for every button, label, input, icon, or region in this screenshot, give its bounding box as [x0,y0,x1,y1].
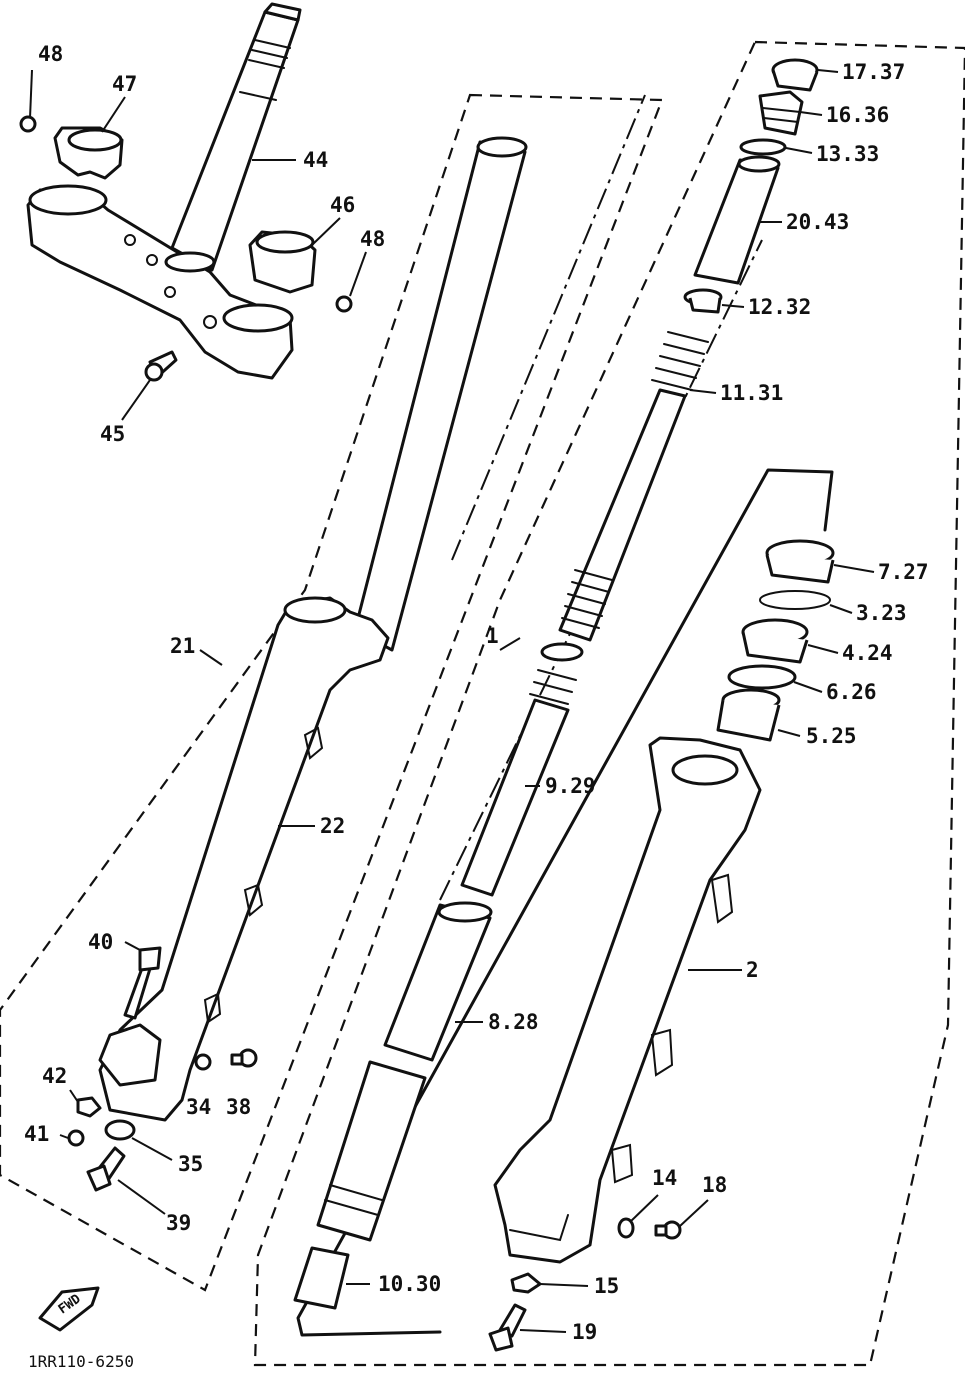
label-38: 38 [226,1095,252,1119]
label-4-24: 4.24 [842,641,893,665]
clamp-47-part [53,126,124,180]
bolt-45-part [144,350,178,382]
piston-9-29 [460,642,584,897]
label-35: 35 [178,1152,204,1176]
label-12-32: 12.32 [748,295,812,319]
label-9-29: 9.29 [545,774,596,798]
seal-4-24 [741,618,809,664]
label-17-37: 17.37 [842,60,906,84]
leader-lines [29,69,875,1333]
label-39: 39 [166,1211,192,1235]
tube-8-28 [383,901,493,1062]
bolt-48-left [19,115,37,133]
label-46: 46 [330,193,356,217]
bolt-39-part [86,1146,126,1192]
spacer-20-43 [693,155,781,285]
label-2: 2 [746,958,759,982]
label-11-31: 11.31 [720,381,784,405]
screw-38 [230,1048,258,1068]
label-15: 15 [594,1274,620,1298]
label-44: 44 [303,148,329,172]
label-7-27: 7.27 [878,560,929,584]
label-8-28: 8.28 [488,1010,539,1034]
label-16-36: 16.36 [826,103,890,127]
washer-34 [194,1053,212,1071]
rebound-spring-1 [561,569,613,629]
clip-3-23 [759,590,831,610]
label-21: 21 [170,634,196,658]
nut-41 [67,1129,85,1147]
label-6-26: 6.26 [826,680,877,704]
label-48-left: 48 [38,42,64,66]
label-14: 14 [652,1166,678,1190]
damper-rod-1 [558,388,687,642]
label-10-30: 10.30 [378,1272,442,1296]
inner-tube-22-part [353,136,528,652]
label-19: 19 [572,1320,598,1344]
right-fork-group-boundary [253,40,965,1367]
label-22: 22 [320,814,346,838]
o-ring-13-33 [739,138,787,156]
label-20-43: 20.43 [786,210,850,234]
washer-35 [104,1119,136,1141]
drawing-code: 1RR110-6250 [28,1352,134,1371]
left-assembly-axis [451,94,646,561]
label-1: 1 [486,624,499,648]
tube-10-30 [293,1060,427,1310]
bolt-48-right [335,295,353,313]
seat-12-32 [683,288,723,314]
washer-15 [510,1272,542,1294]
adjuster-16-36 [758,90,804,136]
label-5-25: 5.25 [806,724,857,748]
fwd-direction-badge [38,1286,100,1332]
label-3-23: 3.23 [856,601,907,625]
lower-bracket-part [26,184,294,380]
left-fork-group-boundary [0,93,664,1292]
outer-tube-21-part [98,596,390,1122]
right-assembly-axis [439,239,763,901]
bolt-19-part [488,1303,527,1352]
washer-14 [617,1217,635,1239]
label-47: 47 [112,72,138,96]
washer-6-26 [727,664,797,690]
inner-tube-group-frame [296,468,834,1337]
spring-11-31 [651,331,709,391]
nut-42 [76,1096,102,1118]
label-41: 41 [24,1122,50,1146]
clamp-46-part [248,230,317,294]
bolt-40-part [123,946,162,1020]
label-45: 45 [100,422,126,446]
label-42: 42 [42,1064,68,1088]
label-48-right: 48 [360,227,386,251]
cap-bolt-17-37 [771,58,819,92]
label-34: 34 [186,1095,212,1119]
label-13-33: 13.33 [816,142,880,166]
steering-stem-part [170,2,302,272]
cap-7-27 [765,539,835,584]
screw-18 [654,1220,682,1240]
outer-tube-2-part [493,736,762,1264]
bushing-5-25 [716,688,781,742]
label-18: 18 [702,1173,728,1197]
label-40: 40 [88,930,114,954]
